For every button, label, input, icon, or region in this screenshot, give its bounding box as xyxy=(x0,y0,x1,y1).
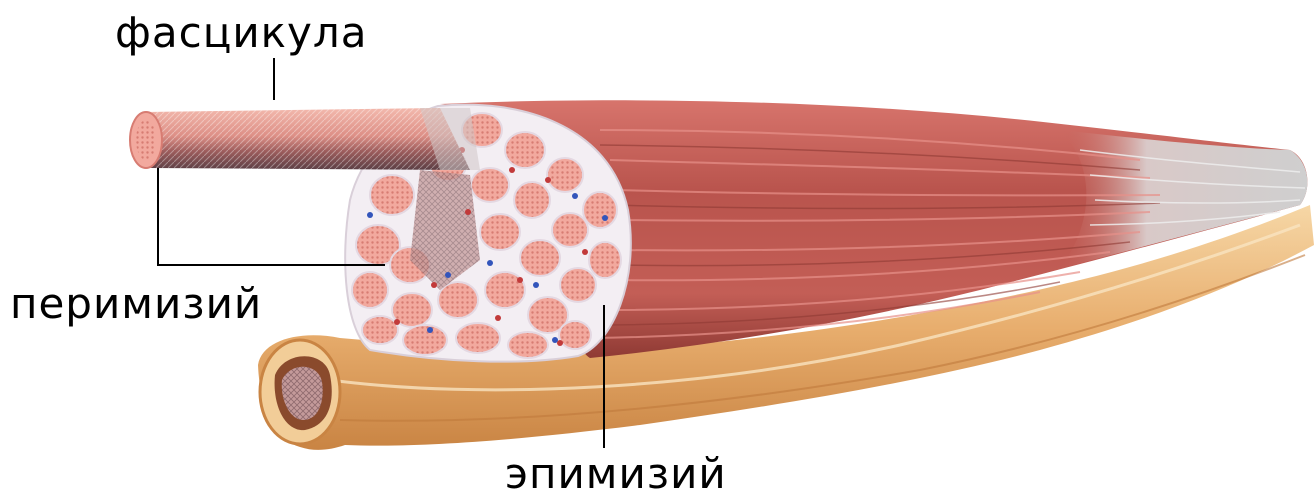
perimysium-label: перимизий xyxy=(10,283,262,325)
fascicle xyxy=(130,108,480,170)
fascicle-label: фасцикула xyxy=(115,12,367,54)
epimysium-label: эпимизий xyxy=(505,453,727,495)
